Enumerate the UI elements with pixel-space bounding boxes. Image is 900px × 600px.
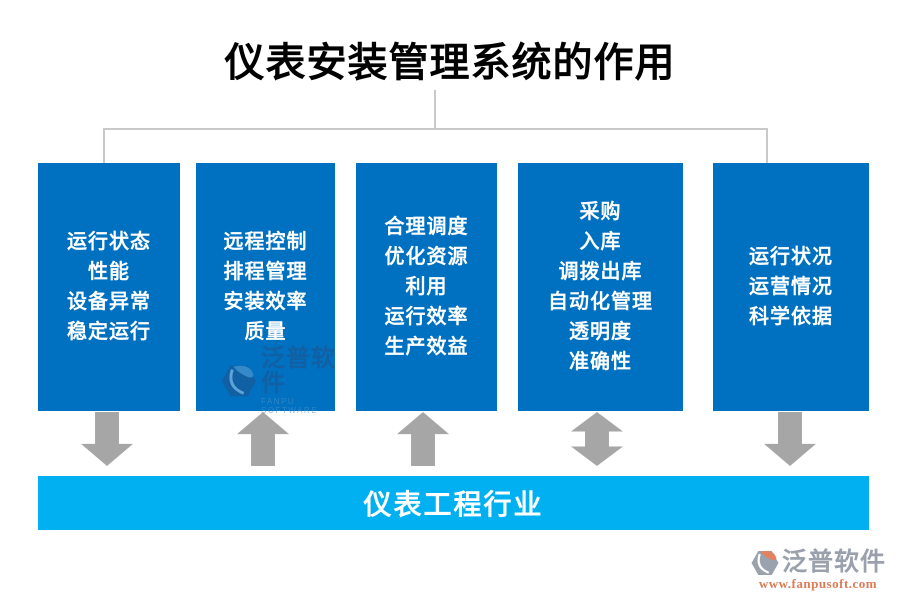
box-text: 远程控制排程管理安装效率质量 xyxy=(223,231,308,343)
industry-bar: 仪表工程行业 xyxy=(38,476,869,530)
box-text: 合理调度优化资源利用运行效率生产效益 xyxy=(384,216,469,358)
footer-brand-name: 泛普软件 xyxy=(781,549,886,576)
arrow-icon-4 xyxy=(571,412,623,466)
industry-bar-label: 仪表工程行业 xyxy=(363,490,544,521)
box-text: 采购入库调拨出库自动化管理透明度准确性 xyxy=(548,201,653,373)
box-operation-basis: 运行状况运营情况科学依据 xyxy=(713,163,869,411)
box-scheduling: 合理调度优化资源利用运行效率生产效益 xyxy=(356,163,497,411)
arrow-icon-1 xyxy=(81,412,133,466)
arrow-icon-2 xyxy=(237,412,289,466)
arrow-icon-5 xyxy=(764,412,816,466)
diagram-title: 仪表安装管理系统的作用 xyxy=(224,40,676,85)
connector-crossbar xyxy=(103,128,768,130)
fanpu-logo-icon xyxy=(751,551,779,575)
footer-brand: 泛普软件 www.fanpusoft.com xyxy=(750,548,886,592)
connector-stem xyxy=(434,90,436,130)
box-operation-status: 运行状态性能设备异常稳定运行 xyxy=(38,163,180,411)
connector-drop-left xyxy=(103,130,105,163)
box-procurement: 采购入库调拨出库自动化管理透明度准确性 xyxy=(518,163,683,411)
footer-brand-url: www.fanpusoft.com xyxy=(758,576,878,591)
footer-brand-row: 泛普软件 xyxy=(750,548,886,578)
box-remote-control: 远程控制排程管理安装效率质量 xyxy=(196,163,335,411)
box-text: 运行状态性能设备异常稳定运行 xyxy=(67,231,151,343)
box-text: 运行状况运营情况科学依据 xyxy=(749,246,833,328)
arrow-icon-3 xyxy=(397,412,449,466)
connector-drop-right xyxy=(766,130,768,163)
